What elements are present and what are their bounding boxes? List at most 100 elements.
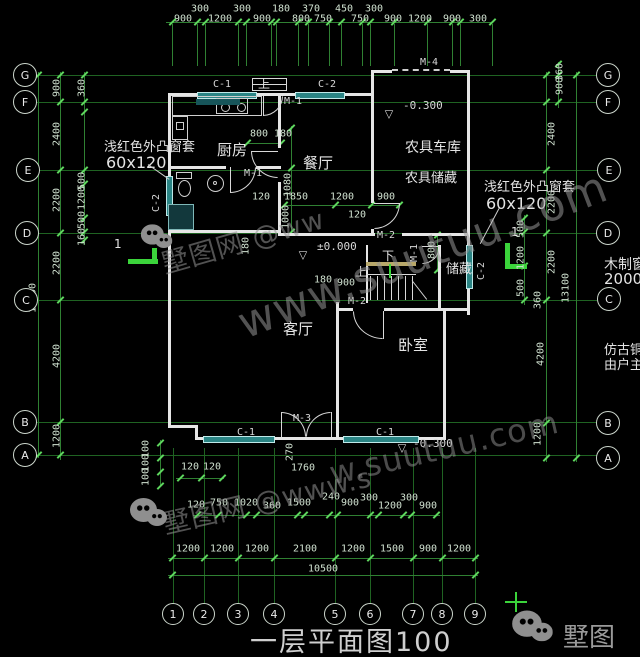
room-dining: 餐厅 — [303, 154, 334, 172]
grid-line-h — [36, 169, 597, 171]
axis-bubble-G: G — [596, 63, 620, 87]
dimension-label: 120 — [180, 461, 200, 473]
dimension-label: 360 — [532, 290, 544, 310]
wall-segment — [384, 308, 470, 311]
door-tag: M-1 — [244, 168, 263, 179]
note-window-trim-right: 浅红色外凸窗套 — [484, 180, 576, 195]
room-storage: 储藏 — [446, 262, 473, 277]
dimension-label: 900 — [51, 78, 63, 98]
extension-line — [270, 24, 272, 66]
grid-line-v — [412, 448, 414, 603]
dimension-label: 180 — [271, 3, 291, 15]
dimension-label: 1200 — [515, 245, 527, 271]
brand-name: 墅图网 — [563, 623, 616, 653]
dimension-label: 120 — [251, 191, 271, 203]
wall-segment — [278, 93, 281, 148]
door-tag: M-3 — [293, 413, 312, 424]
level-symbol: ▽ — [298, 248, 308, 262]
axis-bubble-2: 2 — [193, 603, 215, 625]
window — [203, 436, 275, 443]
detail-line — [384, 276, 385, 300]
axis-bubble-A: A — [13, 443, 37, 467]
note-antique-bronze: 仿古铜 — [604, 343, 640, 358]
axis-bubble-3: 3 — [227, 603, 249, 625]
dimension-label: 120 — [202, 461, 222, 473]
dimension-label: 360 — [76, 78, 88, 98]
dimension-label: 1200 — [207, 13, 233, 25]
detail-line — [398, 276, 399, 300]
level-mark: ±0.000 — [317, 240, 357, 253]
dimension-label: 1200 — [340, 543, 366, 555]
wall-segment — [371, 93, 374, 203]
dimension-label: 2100 — [292, 543, 318, 555]
dimension-label: 180 — [313, 274, 333, 286]
note-window-trim-right-size: 60x120 — [486, 194, 547, 213]
note-window-trim-left: 浅红色外凸窗套 — [104, 140, 196, 155]
dimension-label: 500 — [76, 210, 88, 230]
door-arc — [353, 311, 383, 339]
detail-line — [252, 78, 253, 91]
axis-bubble-E: E — [597, 158, 621, 182]
grid-line-h — [36, 299, 597, 301]
fixture-outline — [213, 181, 217, 185]
detail-line — [252, 84, 286, 85]
drawing-title: 一层平面图100 — [250, 627, 453, 657]
extension-line — [361, 24, 363, 66]
wall-segment — [195, 425, 198, 439]
dimension-label: 2200 — [51, 250, 63, 276]
dimension-label: 1200 — [407, 13, 433, 25]
window — [466, 245, 473, 289]
dimension-label: 900 — [252, 13, 272, 25]
window-tag: C-2 — [151, 193, 162, 212]
grid-line-h — [36, 454, 597, 456]
fixture-outline — [178, 180, 191, 197]
dimension-line — [290, 126, 292, 234]
grid-line-v — [237, 448, 239, 603]
entry-up-label: 上 — [258, 77, 271, 91]
fixture-outline — [176, 122, 184, 130]
axis-bubble-E: E — [16, 158, 40, 182]
dimension-line — [283, 204, 400, 206]
door-tag: M-1 — [284, 96, 303, 107]
note-wood-window: 木制窗 — [604, 257, 640, 273]
note-window-trim-left-size: 60x120 — [106, 153, 167, 172]
dimension-label: 2400 — [546, 121, 558, 147]
detail-line — [366, 274, 416, 275]
wall-segment — [450, 70, 470, 73]
dimension-label: 450 — [334, 3, 354, 15]
section-mark-1: 1 — [511, 225, 519, 239]
axis-bubble-4: 4 — [263, 603, 285, 625]
dimension-label: 1020 — [233, 497, 259, 509]
dimension-label: 300 — [399, 492, 419, 504]
extension-line — [459, 24, 461, 66]
axis-bubble-9: 9 — [464, 603, 486, 625]
axis-bubble-C: C — [597, 287, 621, 311]
extension-line — [171, 24, 173, 66]
room-kitchen: 厨房 — [217, 141, 248, 159]
dimension-line — [168, 574, 478, 576]
detail-line — [412, 276, 413, 300]
fixture-outline — [172, 116, 188, 140]
extension-line — [237, 24, 239, 66]
section-marker — [515, 592, 517, 612]
dimension-label: 1200 — [175, 543, 201, 555]
extension-line — [426, 24, 428, 66]
extension-line — [196, 24, 198, 66]
extension-line — [297, 24, 299, 66]
dimension-tick — [218, 474, 226, 482]
axis-bubble-F: F — [13, 90, 37, 114]
garage-opening-dashed — [392, 69, 450, 71]
wall-segment — [371, 229, 374, 236]
window-tag: C-2 — [476, 261, 487, 280]
dimension-label: 900 — [340, 497, 360, 509]
wall-segment — [278, 182, 281, 235]
wall-segment — [443, 310, 446, 440]
axis-bubble-6: 6 — [359, 603, 381, 625]
dimension-label: 1200 — [51, 423, 63, 449]
dimension-label: 800 — [291, 13, 311, 25]
fixture-fill — [168, 204, 194, 230]
note-wood-window-size: 2000 — [604, 270, 640, 288]
dimension-label: 750 — [350, 13, 370, 25]
dimension-label: 300 — [364, 3, 384, 15]
